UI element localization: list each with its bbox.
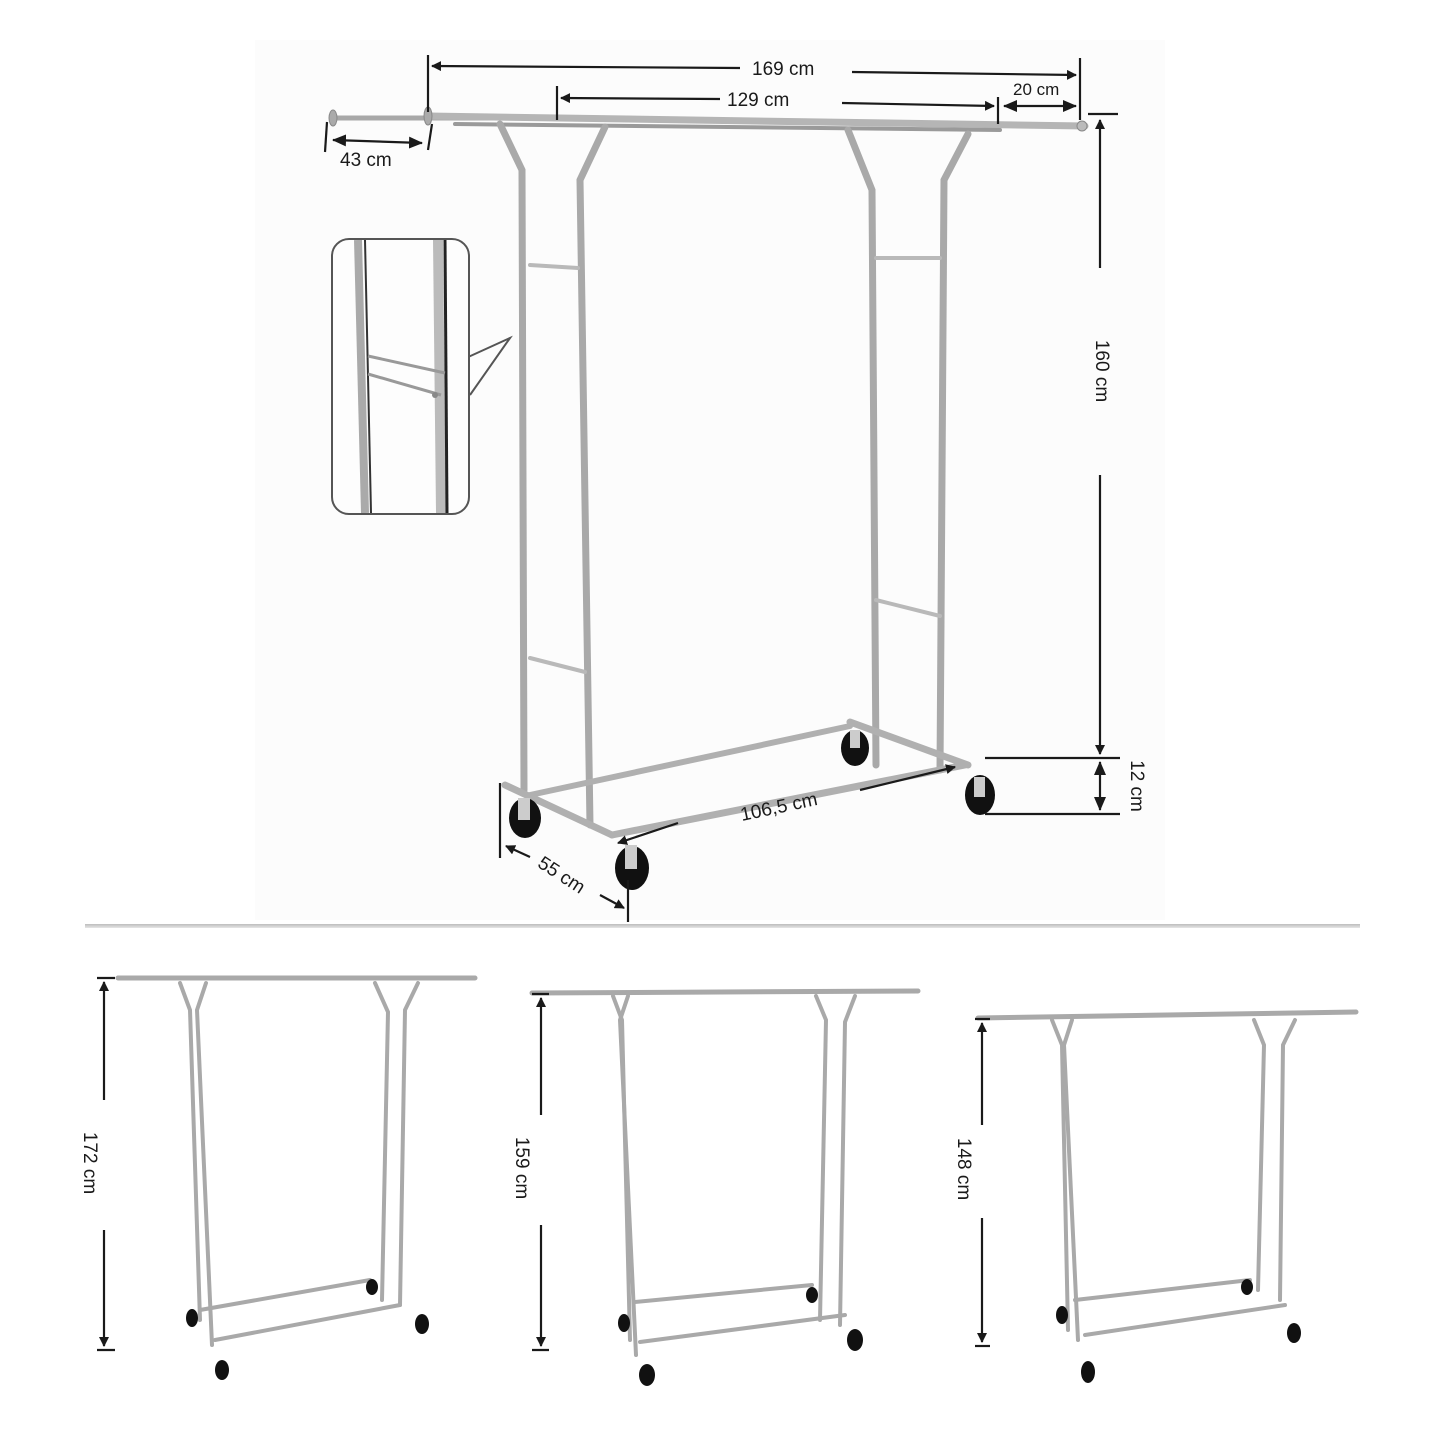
extension-left-label: 43 cm xyxy=(340,150,392,171)
inner-length-label: 129 cm xyxy=(727,90,790,111)
wheel-height-label: 12 cm xyxy=(1125,760,1147,812)
variant-height-label-148: 148 cm xyxy=(953,1137,975,1201)
extension-right-label: 20 cm xyxy=(1013,80,1060,99)
overall-length-label: 169 cm xyxy=(752,59,815,80)
upright-height-label: 160 cm xyxy=(1091,339,1113,403)
detail-illustration xyxy=(354,240,449,513)
variant-height-label-172: 172 cm xyxy=(79,1131,101,1195)
variant-rack-159 xyxy=(529,988,921,1386)
variant-height-label-159: 159 cm xyxy=(511,1136,533,1200)
variant-rack-148 xyxy=(975,1009,1359,1383)
dimension-lines xyxy=(323,55,1120,922)
height-adjustment-detail-inset xyxy=(331,238,470,515)
variant-rack-172 xyxy=(115,975,478,1380)
main-rack xyxy=(328,106,1089,890)
section-divider xyxy=(85,924,1360,928)
